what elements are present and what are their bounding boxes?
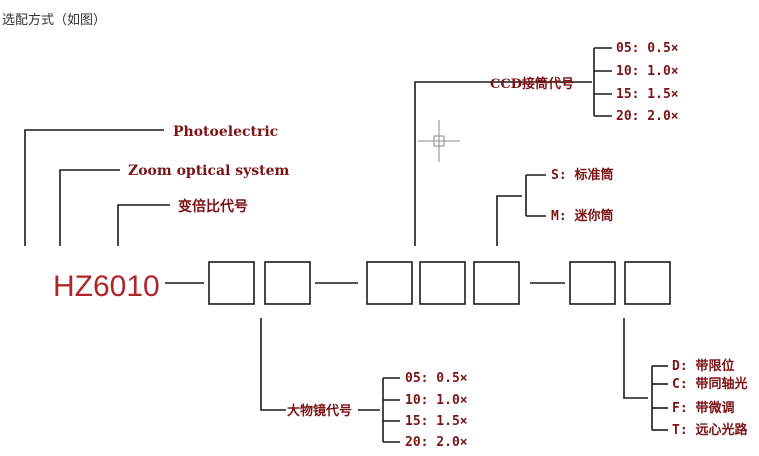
- code-box-2: [264, 261, 311, 305]
- code-box-4: [419, 261, 466, 305]
- objective-option: 05: 0.5×: [405, 371, 468, 386]
- zoom-leader: [59, 169, 120, 246]
- model-code: HZ6010: [53, 270, 160, 303]
- ccd-option: 10: 1.0×: [616, 64, 679, 79]
- photoelectric-label: Photoelectric: [173, 124, 278, 140]
- code-box-5: [473, 261, 520, 305]
- ccd-option: 05: 0.5×: [616, 41, 679, 56]
- light-option: C: 带同轴光: [672, 376, 747, 392]
- crosshair-icon: [418, 120, 460, 162]
- ccd-option: 20: 2.0×: [616, 109, 679, 124]
- ccd-leader: [414, 81, 570, 246]
- light-option: F: 带微调: [672, 400, 734, 416]
- code-boxes: [208, 261, 671, 305]
- ratio-code-label: 变倍比代号: [178, 198, 248, 215]
- tube-option: M: 迷你筒: [551, 208, 613, 224]
- objective-code-label: 大物镜代号: [287, 403, 352, 419]
- objective-option: 20: 2.0×: [405, 435, 468, 450]
- zoom-label: Zoom optical system: [128, 163, 290, 179]
- objective-option: 15: 1.5×: [405, 414, 468, 429]
- tube-option: S: 标准筒: [551, 167, 613, 183]
- ccd-option: 15: 1.5×: [616, 87, 679, 102]
- code-box-6: [569, 261, 616, 305]
- page-caption: 选配方式（如图）: [2, 13, 107, 28]
- code-box-1: [208, 261, 255, 305]
- tube-leader: [496, 195, 522, 246]
- objective-leader: [260, 318, 286, 411]
- objective-option: 10: 1.0×: [405, 393, 468, 408]
- connector-lines: [24, 47, 668, 443]
- photoelectric-leader: [24, 129, 164, 246]
- ratio-code-leader: [117, 204, 170, 246]
- ccd-code-label: CCD接筒代号: [490, 76, 574, 92]
- light-option: T: 远心光路: [672, 422, 748, 438]
- code-box-3: [366, 261, 413, 305]
- light-leader: [623, 318, 648, 399]
- light-option: D: 带限位: [672, 358, 734, 374]
- code-box-7: [624, 261, 671, 305]
